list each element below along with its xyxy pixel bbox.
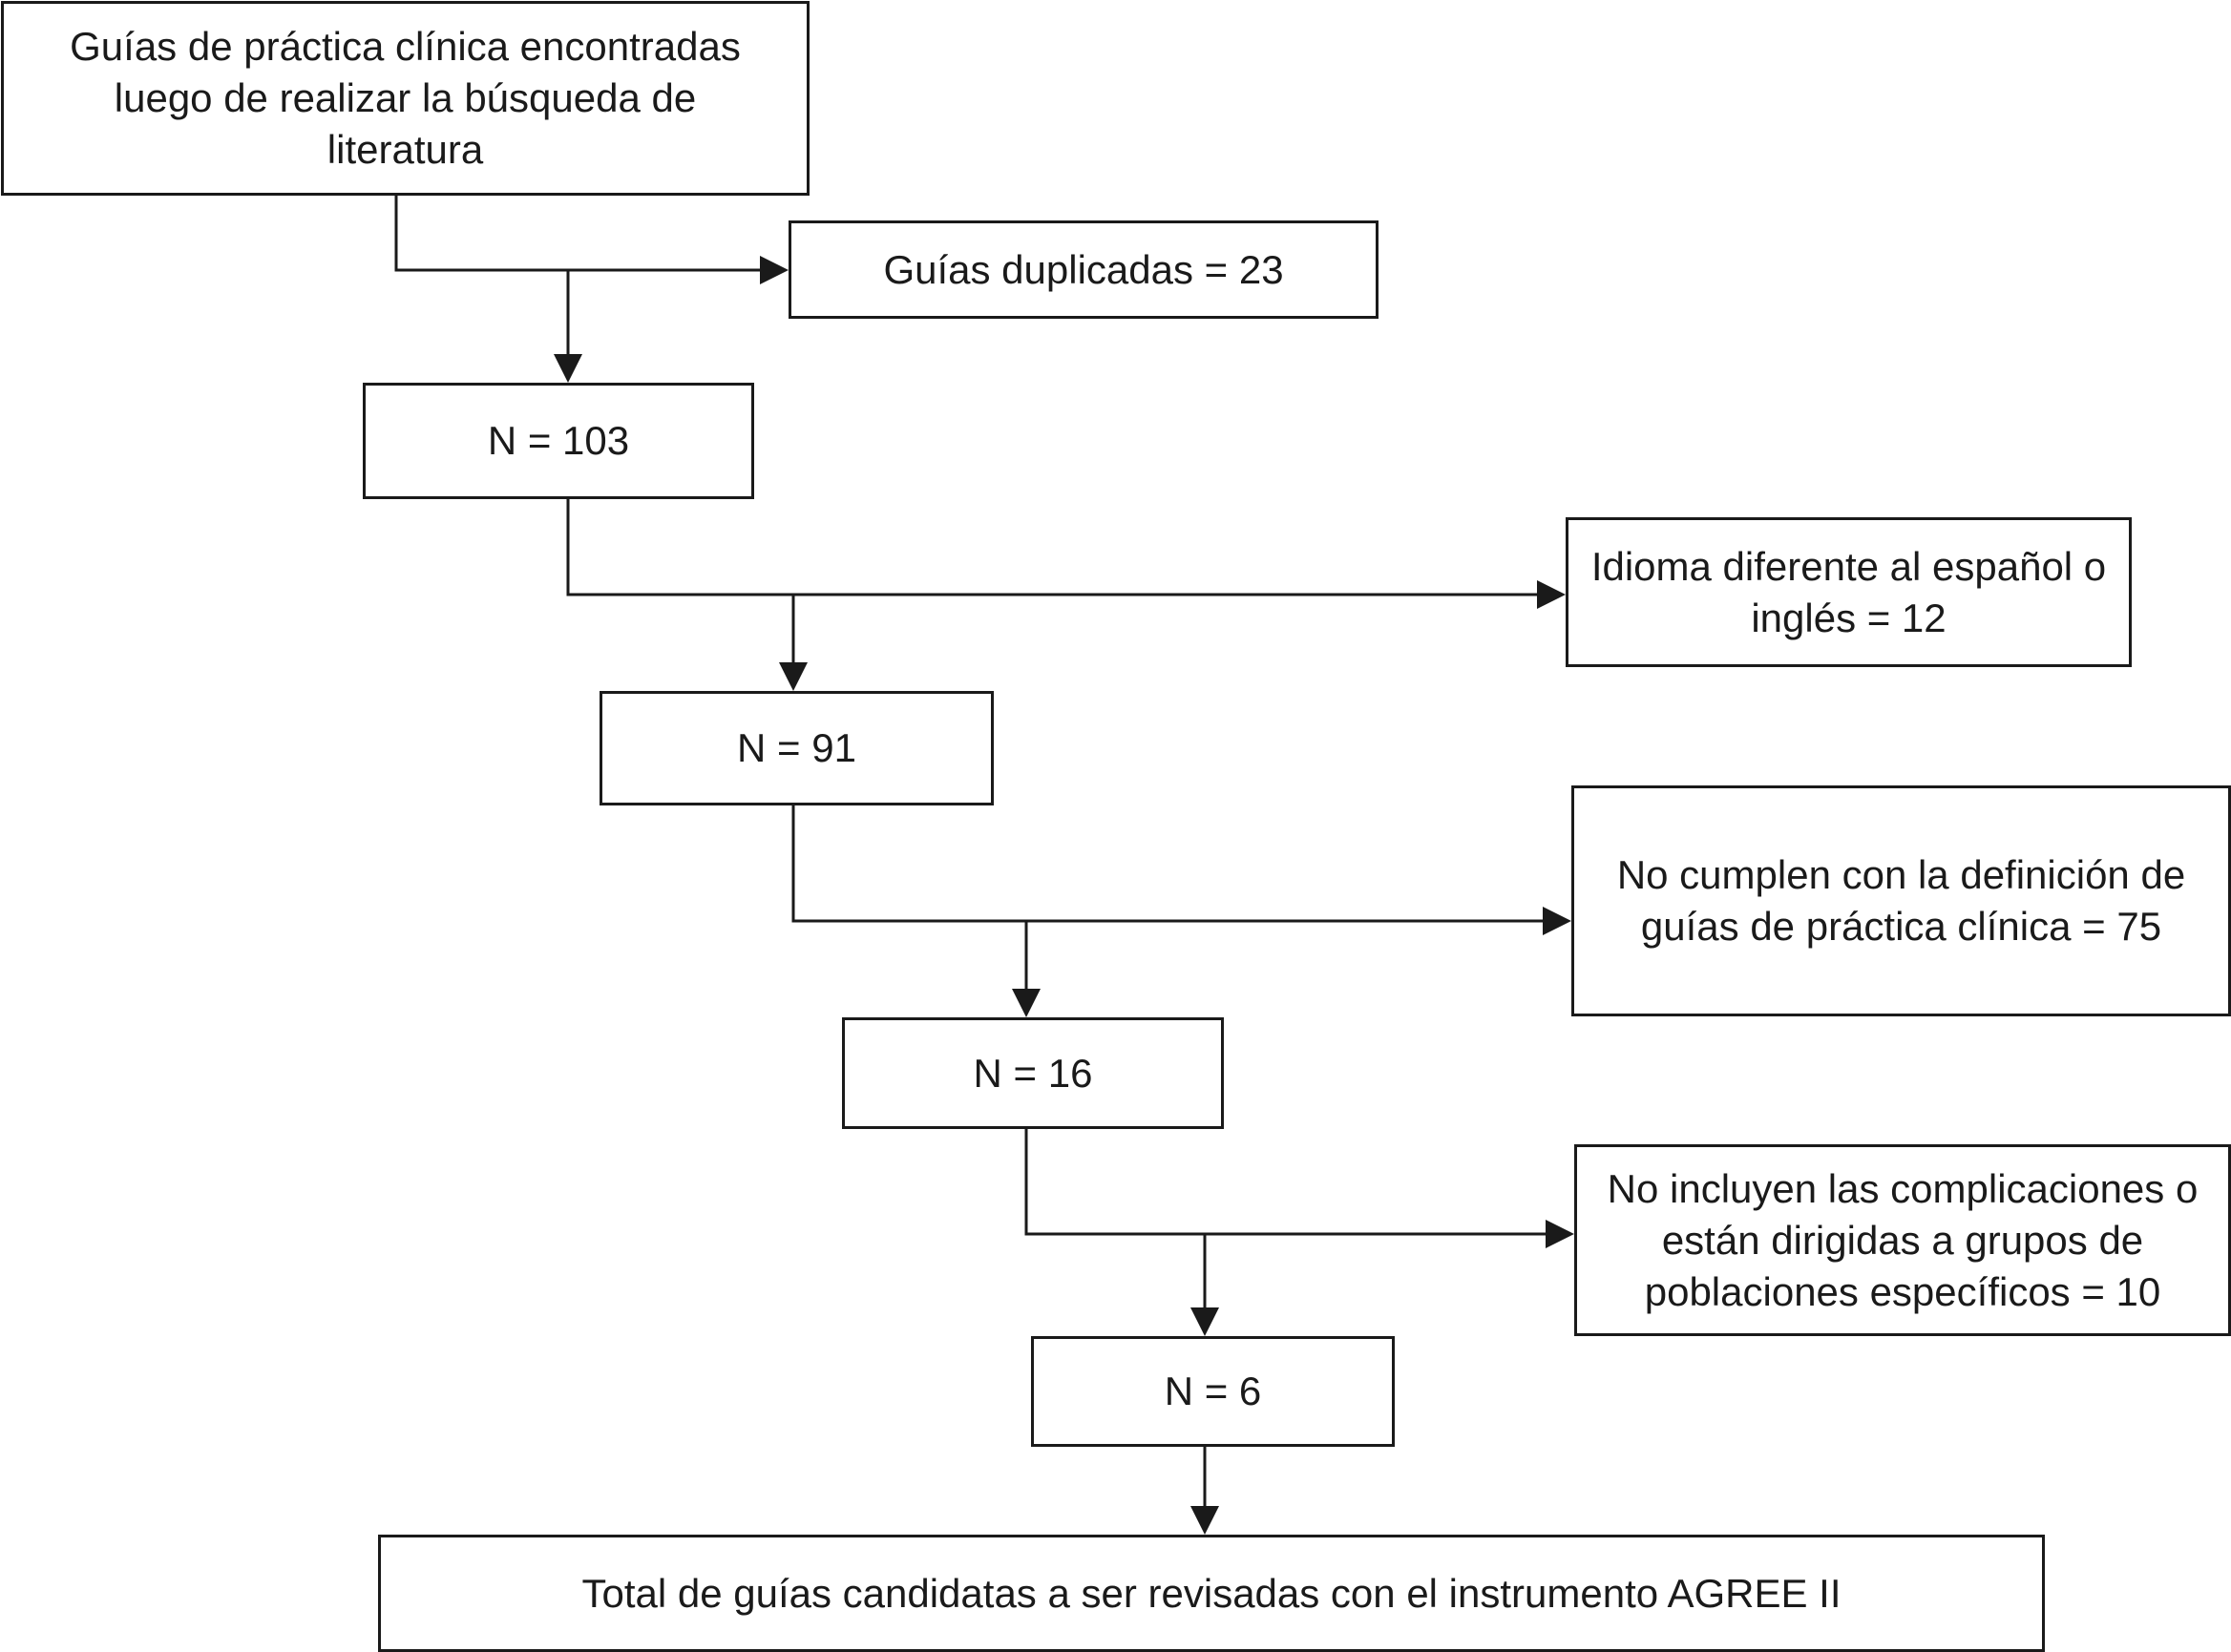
node-n16-label: N = 16 [973, 1050, 1093, 1096]
node-total: Total de guías candidatas a ser revisada… [378, 1535, 2045, 1652]
arrowhead-n91 [779, 662, 808, 691]
edge-start-duplicates [394, 196, 764, 272]
node-duplicates-label: Guías duplicadas = 23 [883, 246, 1284, 292]
arrowhead-total [1190, 1506, 1219, 1535]
node-n103-label: N = 103 [487, 418, 630, 463]
node-duplicates: Guías duplicadas = 23 [789, 220, 1379, 319]
arrowhead-complications [1546, 1220, 1574, 1248]
arrowhead-definition [1543, 907, 1571, 935]
node-n6-label: N = 6 [1164, 1369, 1262, 1413]
node-definition: No cumplen con la definición de guías de… [1571, 785, 2231, 1016]
node-language: Idioma diferente al español o inglés = 1… [1566, 517, 2132, 667]
node-n16: N = 16 [842, 1017, 1224, 1129]
node-n103: N = 103 [363, 383, 754, 499]
node-start-label: Guías de práctica clínica encontradas lu… [70, 24, 741, 172]
arrowhead-language [1537, 580, 1566, 609]
edge-n103-language [566, 499, 1541, 596]
edge-n16-complications [1024, 1129, 1549, 1236]
node-language-label: Idioma diferente al español o inglés = 1… [1590, 543, 2107, 640]
arrowhead-n6 [1190, 1307, 1219, 1336]
node-n91: N = 91 [600, 691, 994, 805]
node-complications: No incluyen las complicaciones o están d… [1574, 1144, 2231, 1336]
node-n6: N = 6 [1031, 1336, 1395, 1447]
node-start: Guías de práctica clínica encontradas lu… [1, 1, 810, 196]
node-complications-label: No incluyen las complicaciones o están d… [1607, 1165, 2199, 1314]
arrowhead-duplicates [760, 256, 789, 284]
node-n91-label: N = 91 [737, 725, 856, 770]
arrowhead-n16 [1012, 989, 1041, 1017]
arrowhead-n103 [554, 354, 582, 383]
node-total-label: Total de guías candidatas a ser revisada… [581, 1570, 1842, 1616]
node-definition-label: No cumplen con la definición de guías de… [1616, 852, 2186, 949]
edge-n91-definition [791, 805, 1547, 923]
